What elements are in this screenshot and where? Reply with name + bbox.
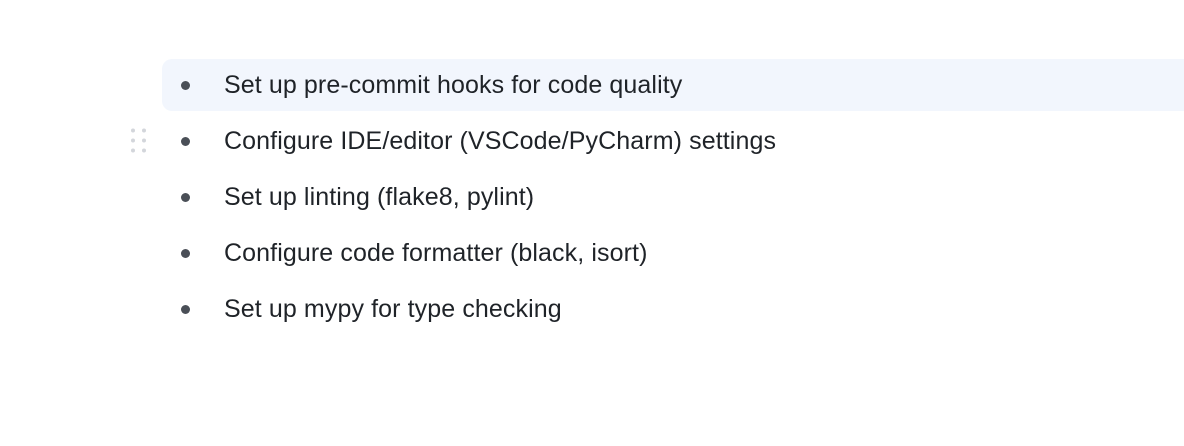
bullet-icon bbox=[181, 136, 190, 146]
checklist: Set up pre-commit hooks for code quality… bbox=[131, 59, 1184, 335]
list-item[interactable]: Set up pre-commit hooks for code quality bbox=[162, 59, 1184, 111]
drag-handle-dot bbox=[141, 128, 146, 133]
drag-handle-dot bbox=[131, 128, 135, 133]
list-item[interactable]: Set up mypy for type checking bbox=[162, 283, 1184, 335]
list-item-label: Configure IDE/editor (VSCode/PyCharm) se… bbox=[224, 127, 777, 155]
drag-handle-dot bbox=[131, 138, 135, 143]
drag-handle-dot bbox=[141, 138, 146, 143]
list-item[interactable]: Set up linting (flake8, pylint) bbox=[162, 171, 1184, 223]
list-item-label: Configure code formatter (black, isort) bbox=[224, 239, 648, 267]
bullet-icon bbox=[181, 248, 190, 258]
bullet-icon bbox=[181, 192, 190, 202]
list-item-label: Set up mypy for type checking bbox=[224, 295, 562, 323]
bullet-icon bbox=[181, 80, 190, 90]
list-item-label: Set up linting (flake8, pylint) bbox=[224, 183, 535, 211]
list-item[interactable]: Configure code formatter (black, isort) bbox=[162, 227, 1184, 279]
drag-handle-dot bbox=[141, 148, 146, 153]
drag-handle-dot bbox=[131, 148, 135, 153]
list-item-label: Set up pre-commit hooks for code quality bbox=[224, 71, 683, 99]
bullet-icon bbox=[181, 304, 190, 314]
drag-handle-icon[interactable] bbox=[131, 128, 146, 154]
list-item[interactable]: Configure IDE/editor (VSCode/PyCharm) se… bbox=[131, 115, 1184, 167]
